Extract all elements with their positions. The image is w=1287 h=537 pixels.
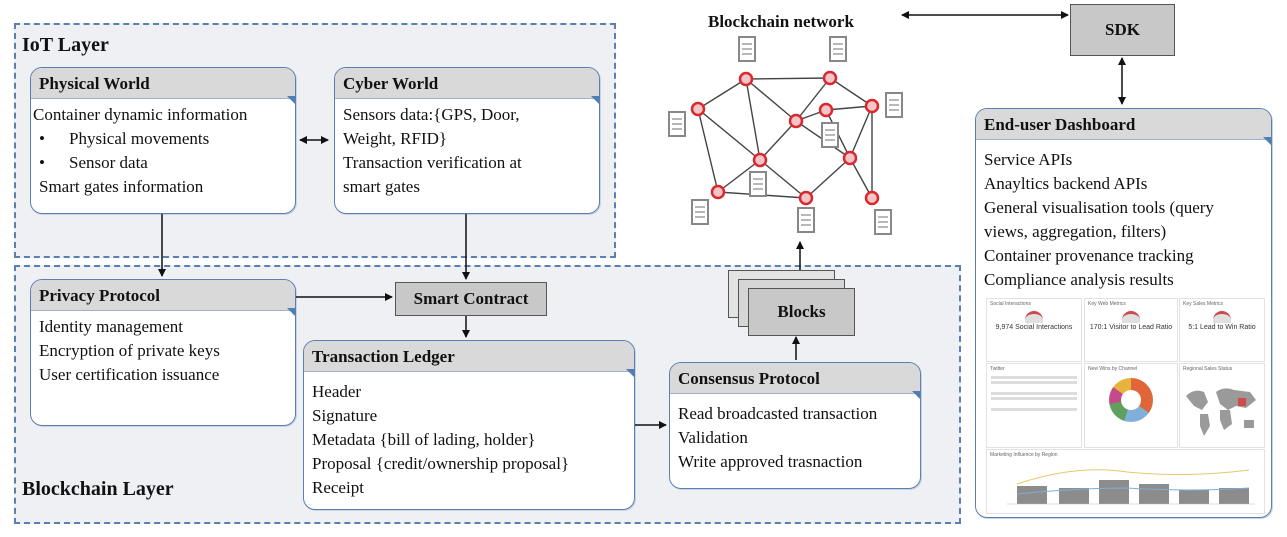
ledger-line: Signature bbox=[312, 406, 378, 425]
physical-world-bullet: • Sensor data bbox=[33, 151, 287, 175]
bullet-icon: • bbox=[39, 153, 45, 172]
bar-line-chart-icon bbox=[1007, 469, 1255, 505]
physical-world-bullet: • Physical movements bbox=[33, 127, 287, 151]
document-icons bbox=[668, 36, 903, 235]
gauge-icon bbox=[1213, 311, 1231, 323]
donut-chart-icon bbox=[1109, 378, 1153, 422]
dashboard-line: views, aggregation, filters) bbox=[984, 222, 1167, 241]
smart-contract-box: Smart Contract bbox=[395, 282, 547, 316]
dashboard-panel-regional: Regional Sales Status bbox=[1179, 363, 1265, 448]
dashboard-panel-key-sales: Key Sales Metrics 5:1 Lead to Win Ratio bbox=[1179, 298, 1265, 362]
corner-marker bbox=[626, 369, 634, 377]
cyber-world-title: Cyber World bbox=[335, 68, 599, 99]
panel-title: Twitter bbox=[990, 366, 1005, 372]
transaction-ledger-title: Transaction Ledger bbox=[304, 341, 634, 372]
text-placeholder bbox=[991, 381, 1077, 384]
sdk-box: SDK bbox=[1070, 4, 1175, 56]
panel-value: 170:1 Visitor to Lead Ratio bbox=[1089, 324, 1173, 331]
blockchain-network-title: Blockchain network bbox=[708, 12, 854, 31]
world-map-icon bbox=[1186, 388, 1256, 436]
consensus-line: Read broadcasted transaction bbox=[678, 404, 878, 423]
cyber-world-line: smart gates bbox=[343, 177, 420, 196]
consensus-protocol-box: Consensus Protocol Read broadcasted tran… bbox=[669, 362, 921, 489]
dashboard-panel-marketing: Marketing Influence by Region bbox=[986, 449, 1265, 514]
corner-marker bbox=[287, 308, 295, 316]
text-placeholder bbox=[991, 392, 1077, 395]
gauge-icon bbox=[1025, 311, 1043, 323]
dashboard-panel-new-wins: New Wins by Channel bbox=[1084, 363, 1178, 448]
blockchain-layer-title: Blockchain Layer bbox=[22, 478, 174, 500]
consensus-line: Validation bbox=[678, 428, 748, 447]
corner-marker bbox=[1263, 137, 1271, 145]
privacy-protocol-line: Encryption of private keys bbox=[39, 341, 220, 360]
dashboard-line: General visualisation tools (query bbox=[984, 198, 1214, 217]
ledger-line: Proposal {credit/ownership proposal} bbox=[312, 454, 570, 473]
dashboard-panel-social: Social Interactions 9,974 Social Interac… bbox=[986, 298, 1082, 362]
document-icon-lines bbox=[672, 43, 899, 228]
cyber-world-line: Sensors data:{GPS, Door, bbox=[343, 105, 520, 124]
ledger-line: Receipt bbox=[312, 478, 364, 497]
iot-layer-title: IoT Layer bbox=[22, 34, 109, 56]
corner-marker bbox=[287, 96, 295, 104]
cyber-world-line: Transaction verification at bbox=[343, 153, 522, 172]
panel-title: Regional Sales Status bbox=[1183, 366, 1233, 372]
panel-title: Key Web Metrics bbox=[1088, 301, 1126, 307]
privacy-protocol-line: Identity management bbox=[39, 317, 183, 336]
gauge-icon bbox=[1122, 311, 1140, 323]
transaction-ledger-box: Transaction Ledger Header Signature Meta… bbox=[303, 340, 635, 510]
physical-world-line: Smart gates information bbox=[39, 177, 204, 196]
bullet-text: Physical movements bbox=[69, 129, 210, 148]
text-placeholder bbox=[991, 408, 1077, 411]
physical-world-title: Physical World bbox=[31, 68, 295, 99]
blocks-box: Blocks bbox=[748, 288, 855, 336]
dashboard-line: Service APIs bbox=[984, 150, 1073, 169]
privacy-protocol-box: Privacy Protocol Identity management Enc… bbox=[30, 279, 296, 426]
consensus-protocol-title: Consensus Protocol bbox=[670, 363, 920, 394]
bullet-icon: • bbox=[39, 129, 45, 148]
panel-title: Social Interactions bbox=[990, 301, 1031, 307]
text-placeholder bbox=[991, 397, 1077, 400]
panel-value: 5:1 Lead to Win Ratio bbox=[1188, 324, 1256, 331]
privacy-protocol-line: User certification issuance bbox=[39, 365, 220, 384]
privacy-protocol-title: Privacy Protocol bbox=[31, 280, 295, 311]
cyber-world-line: Weight, RFID} bbox=[343, 129, 448, 148]
dashboard-line: Container provenance tracking bbox=[984, 246, 1194, 265]
dashboard-title: End-user Dashboard bbox=[976, 109, 1271, 140]
physical-world-box: Physical World Container dynamic informa… bbox=[30, 67, 296, 214]
consensus-line: Write approved trasnaction bbox=[678, 452, 863, 471]
bullet-text: Sensor data bbox=[69, 153, 148, 172]
network-nodes bbox=[690, 70, 880, 206]
network-edges bbox=[697, 77, 873, 199]
corner-marker bbox=[591, 96, 599, 104]
dashboard-panel-key-web: Key Web Metrics 170:1 Visitor to Lead Ra… bbox=[1084, 298, 1178, 362]
ledger-line: Metadata {bill of lading, holder} bbox=[312, 430, 536, 449]
panel-title: Key Sales Metrics bbox=[1183, 301, 1224, 307]
dashboard-line: Compliance analysis results bbox=[984, 270, 1174, 289]
cyber-world-box: Cyber World Sensors data:{GPS, Door, Wei… bbox=[334, 67, 600, 214]
ledger-line: Header bbox=[312, 382, 362, 401]
panel-value: 9,974 Social Interactions bbox=[995, 324, 1073, 331]
corner-marker bbox=[912, 391, 920, 399]
panel-title: Marketing Influence by Region bbox=[990, 452, 1058, 458]
dashboard-panel-twitter: Twitter bbox=[986, 363, 1082, 448]
physical-world-line: Container dynamic information bbox=[33, 105, 248, 124]
dashboard-line: Anayltics backend APIs bbox=[984, 174, 1148, 193]
text-placeholder bbox=[991, 376, 1077, 379]
panel-title: New Wins by Channel bbox=[1088, 366, 1138, 372]
